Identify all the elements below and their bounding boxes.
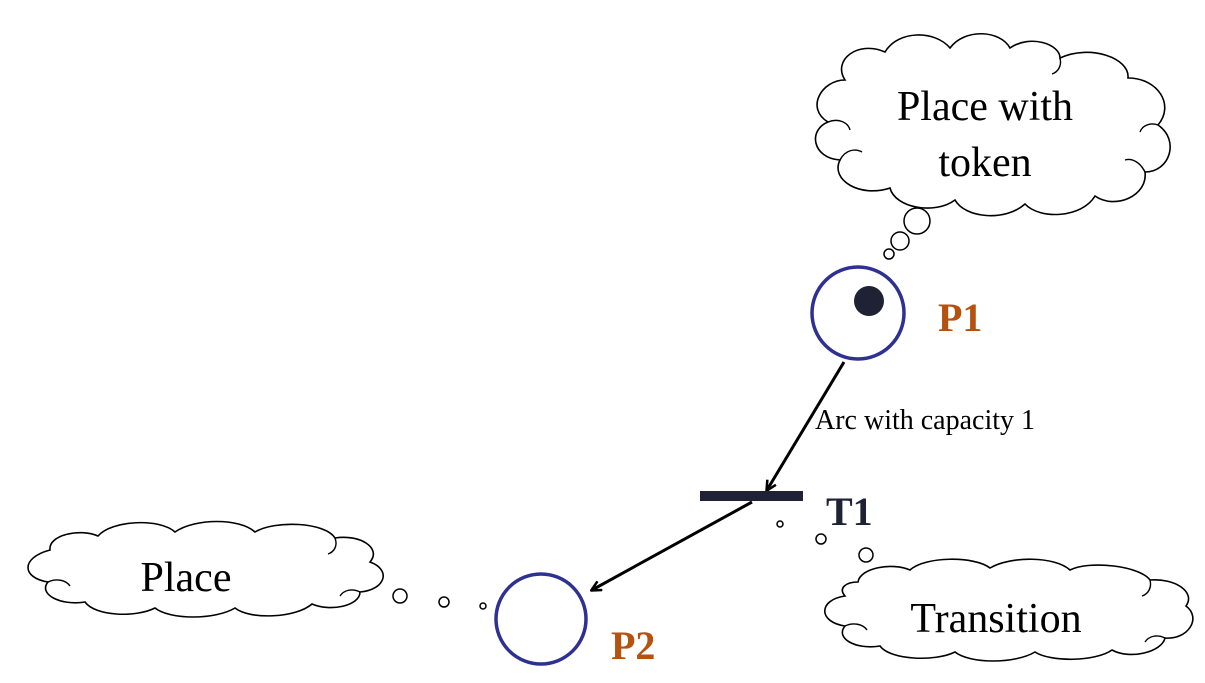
thought-bubble [438, 596, 450, 608]
thought-bubble [903, 207, 931, 235]
token [854, 286, 884, 316]
callout-transition-text: Transition [910, 596, 1081, 642]
thought-bubble [883, 248, 895, 260]
callout-transition: Transition [776, 520, 1194, 662]
callout-place-text: Place [141, 555, 232, 601]
callout-place-with-token-line1: Place with [897, 84, 1073, 130]
place-label-p1: P1 [938, 295, 982, 340]
transition-label-t1: T1 [826, 489, 873, 534]
place-circle [810, 265, 906, 361]
callout-place-with-token-line2: token [938, 140, 1031, 186]
cloud-shape [824, 558, 1194, 662]
thought-bubble [776, 520, 784, 528]
thought-bubble [479, 602, 487, 610]
transition-bar [700, 491, 803, 501]
arc-capacity-label: Arc with capacity 1 [815, 405, 1035, 436]
callout-place: Place [27, 520, 487, 618]
place-p2: P2 [494, 572, 655, 668]
place-p1: P1 [810, 265, 982, 361]
cloud-shape [27, 520, 384, 618]
place-label-p2: P2 [611, 623, 655, 668]
thought-bubble [815, 533, 827, 545]
transition-t1: T1 [700, 489, 873, 534]
arc-p1-to-t1 [767, 361, 846, 490]
thought-bubble [392, 588, 408, 604]
thought-bubble [858, 547, 874, 563]
thought-bubble [890, 231, 910, 251]
arc-t1-to-p2 [592, 500, 753, 590]
cloud-shape [814, 33, 1171, 217]
place-circle [494, 572, 588, 666]
callout-place-with-token: Place with token [814, 33, 1171, 260]
